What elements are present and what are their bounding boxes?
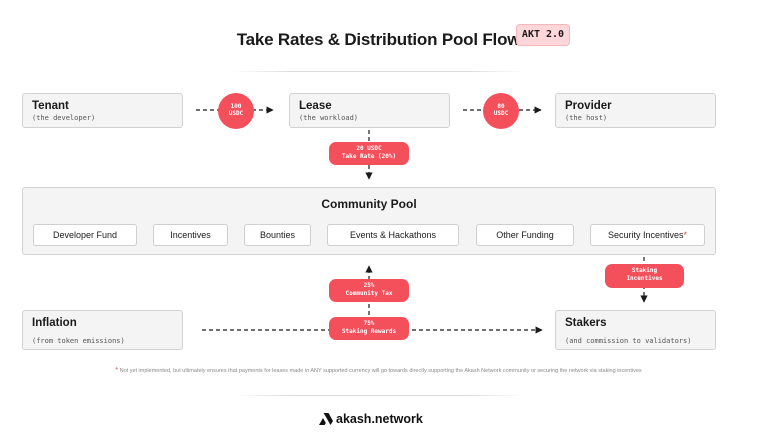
provider-payment-badge: 80 USDC [483, 93, 519, 129]
pool-item-label: Other Funding [496, 230, 554, 240]
inflation-title: Inflation [32, 317, 77, 329]
lease-title: Lease [299, 100, 332, 112]
pool-item-label: Bounties [259, 230, 296, 240]
pool-item-label: Events & Hackathons [349, 230, 437, 240]
staking-incentives-tag: Staking Incentives [605, 264, 684, 288]
community-tax-tag: 25% Community Tax [329, 279, 409, 302]
provider-subtitle: (the host) [565, 114, 608, 122]
take-rate-label: Take Rate (20%) [341, 153, 397, 161]
pool-item-developer-fund: Developer Fund [33, 224, 137, 246]
pool-item-label: Incentives [170, 230, 211, 240]
akash-logo: akash.network [319, 412, 423, 426]
bottom-divider [232, 395, 525, 396]
pool-item-label: Security Incentives [607, 230, 684, 240]
tenant-payment-unit: USDC [228, 110, 244, 117]
staking-rewards-percent: 75% [363, 320, 375, 327]
inflation-box: Inflation (from token emissions) [22, 310, 183, 350]
stakers-subtitle: (and commission to validators) [565, 337, 692, 345]
footnote: * Not yet implemented, but ultimately en… [0, 367, 757, 374]
community-tax-label: Community Tax [345, 290, 393, 298]
tenant-title: Tenant [32, 100, 69, 112]
staking-incentives-line1: Staking [631, 267, 658, 274]
pool-item-bounties: Bounties [244, 224, 311, 246]
top-divider [232, 71, 525, 72]
tenant-payment-badge: 100 USDC [218, 93, 254, 129]
lease-subtitle: (the workload) [299, 114, 359, 122]
not-implemented-marker: * [683, 230, 688, 240]
footnote-marker: * [115, 367, 119, 374]
tenant-subtitle: (the developer) [32, 114, 96, 122]
tenant-box: Tenant (the developer) [22, 93, 183, 128]
akash-logo-icon [319, 413, 333, 425]
provider-title: Provider [565, 100, 612, 112]
pool-item-other-funding: Other Funding [476, 224, 574, 246]
brand-name: akash.network [336, 412, 423, 426]
provider-payment-amount: 80 [497, 103, 505, 111]
pool-item-security-incentives: Security Incentives* [590, 224, 705, 246]
pool-item-events-hackathons: Events & Hackathons [327, 224, 459, 246]
page-title: Take Rates & Distribution Pool Flow [236, 30, 521, 49]
lease-box: Lease (the workload) [289, 93, 450, 128]
staking-rewards-label: Staking Rewards [341, 328, 397, 336]
pool-item-label: Developer Fund [52, 230, 118, 240]
stakers-box: Stakers (and commission to validators) [555, 310, 716, 350]
inflation-subtitle: (from token emissions) [32, 337, 125, 345]
take-rate-amount: 20 USDC [356, 145, 382, 152]
provider-payment-unit: USDC [493, 110, 509, 117]
stakers-title: Stakers [565, 317, 607, 329]
footnote-text: Not yet implemented, but ultimately ensu… [119, 368, 642, 374]
staking-incentives-line2: Incentives [626, 275, 663, 283]
take-rate-tag: 20 USDC Take Rate (20%) [329, 142, 409, 165]
community-tax-percent: 25% [363, 282, 375, 289]
pool-item-incentives: Incentives [153, 224, 228, 246]
provider-box: Provider (the host) [555, 93, 716, 128]
staking-rewards-tag: 75% Staking Rewards [329, 317, 409, 340]
tenant-payment-amount: 100 [230, 103, 242, 111]
version-badge: AKT 2.0 [516, 24, 570, 46]
community-pool-title: Community Pool [321, 197, 417, 211]
